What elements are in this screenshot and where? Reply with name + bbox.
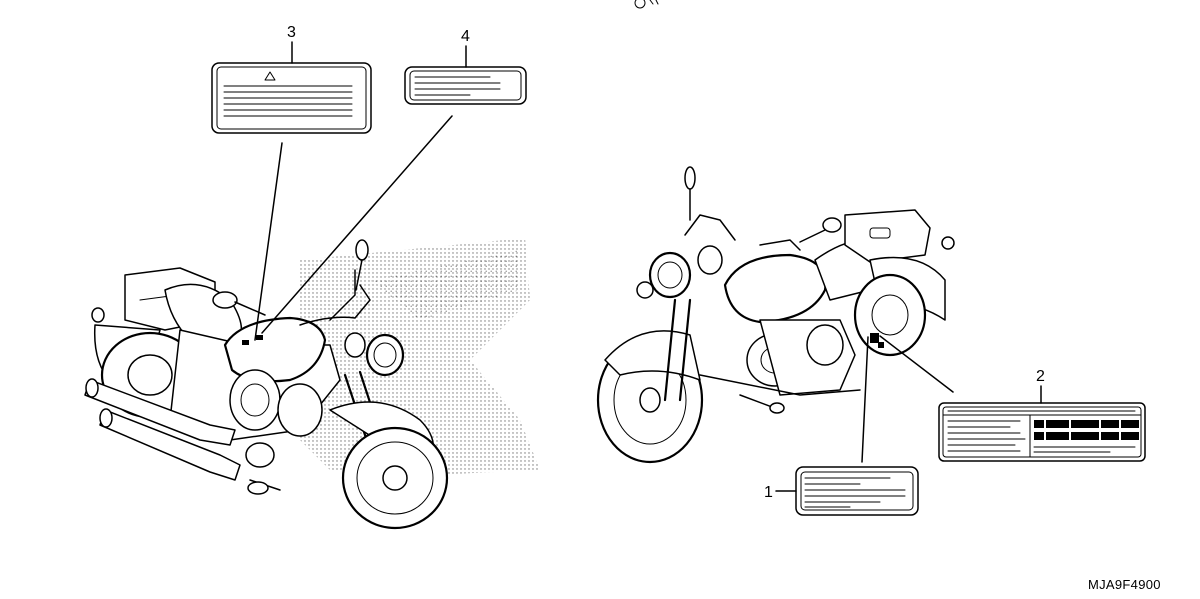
leader-line-1 bbox=[861, 336, 869, 463]
callout-1: 1 bbox=[764, 484, 773, 501]
diagram-code: MJA9F4900 bbox=[1088, 577, 1161, 592]
fuel-tank-right bbox=[723, 253, 827, 324]
label-part-1 bbox=[795, 466, 919, 516]
right-motorcycle bbox=[596, 166, 955, 464]
leader-line-2 bbox=[879, 335, 954, 393]
left-motorcycle bbox=[84, 238, 540, 530]
label-part-3 bbox=[211, 62, 372, 134]
callout-2: 2 bbox=[1036, 368, 1045, 385]
label-part-4 bbox=[404, 66, 527, 105]
leader-line-4 bbox=[261, 115, 453, 334]
callout-4: 4 bbox=[461, 28, 470, 45]
leader-line-3 bbox=[254, 142, 283, 341]
callout-3: 3 bbox=[287, 24, 296, 41]
label-part-2 bbox=[938, 402, 1146, 462]
warning-triangle-icon bbox=[264, 71, 276, 81]
cropped-symbol-top bbox=[634, 0, 659, 9]
